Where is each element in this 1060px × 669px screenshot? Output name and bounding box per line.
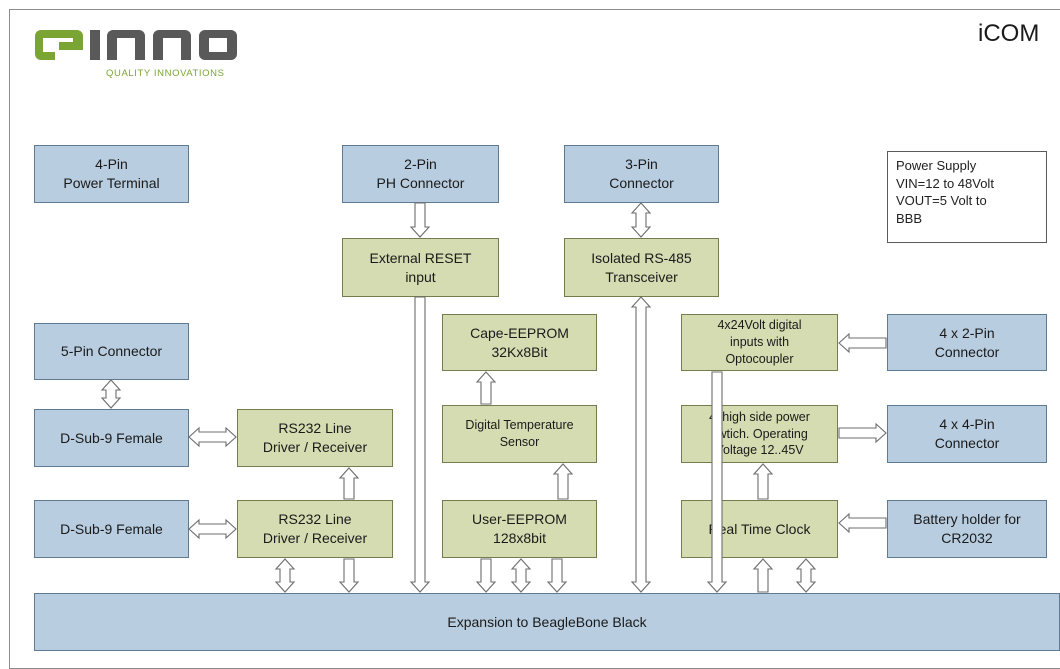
arrow-rs232-2-to-bus (338, 558, 360, 593)
arrow-2pin-to-inputs (838, 332, 887, 354)
arrow-rtc-to-highside (752, 463, 774, 500)
pin3-connector-block: 3-Pin Connector (564, 145, 719, 203)
battery-holder-block: Battery holder for CR2032 (887, 500, 1047, 558)
arrow-rtc-bus (795, 558, 817, 593)
arrow-bus-rs232-2 (274, 558, 296, 593)
arrow-reset-to-bus (409, 296, 431, 593)
beaglebone-expansion-bus: Expansion to BeagleBone Black (34, 593, 1060, 651)
qinno-logo (35, 30, 237, 60)
digital-inputs-block: 4x24Volt digital inputs with Optocoupler (681, 314, 838, 371)
high-side-switch-block: 4xhigh side power swtich. Operating Volt… (681, 405, 838, 463)
real-time-clock-block: Real Time Clock (681, 500, 838, 558)
logo-n-2 (153, 30, 191, 60)
power-supply-note: Power Supply VIN=12 to 48Volt VOUT=5 Vol… (887, 151, 1047, 243)
arrow-ph-to-reset (409, 202, 431, 238)
arrow-user-to-bus-1 (475, 558, 497, 593)
arrow-rs232-2-to-1 (338, 467, 360, 500)
rs232-driver-1-block: RS232 Line Driver / Receiver (237, 409, 393, 467)
user-eeprom-block: User-EEPROM 128x8bit (442, 500, 597, 558)
rs485-transceiver-block: Isolated RS-485 Transceiver (564, 238, 719, 297)
arrow-user-to-bus-2 (546, 558, 568, 593)
external-reset-block: External RESET input (342, 238, 499, 297)
arrow-3pin-rs485 (630, 202, 652, 238)
arrow-battery-to-rtc (838, 512, 887, 534)
arrow-user-to-temp (552, 463, 574, 500)
rs232-driver-2-block: RS232 Line Driver / Receiver (237, 500, 393, 558)
logo-i-stem (90, 30, 100, 60)
arrow-rs485-bus (630, 296, 652, 593)
arrow-inputs-to-bus (706, 371, 728, 593)
page-title: iCOM (978, 20, 1040, 47)
arrow-bus-to-highside (752, 558, 774, 593)
arrow-temp-to-cape (475, 371, 497, 405)
pin4x4-connector-block: 4 x 4-Pin Connector (887, 405, 1047, 463)
arrow-dsub2-rs232 (188, 518, 237, 540)
logo-n-1 (107, 30, 145, 60)
pin2x4-connector-block: 4 x 2-Pin Connector (887, 314, 1047, 371)
pin5-connector-block: 5-Pin Connector (34, 323, 189, 380)
logo-tagline: QUALITY INNOVATIONS (106, 68, 225, 79)
power-terminal-block: 4-Pin Power Terminal (34, 145, 189, 203)
arrow-dsub1-rs232 (188, 426, 237, 448)
arrow-5pin-dsub (100, 379, 122, 409)
arrow-highside-to-4pin (838, 422, 887, 444)
cape-eeprom-block: Cape-EEPROM 32Kx8Bit (442, 314, 597, 371)
dsub9-female-1-block: D-Sub-9 Female (34, 409, 189, 467)
logo-o (199, 30, 237, 60)
logo-q-glyph (35, 30, 83, 60)
temperature-sensor-block: Digital Temperature Sensor (442, 405, 597, 463)
arrow-user-bus (510, 558, 532, 593)
